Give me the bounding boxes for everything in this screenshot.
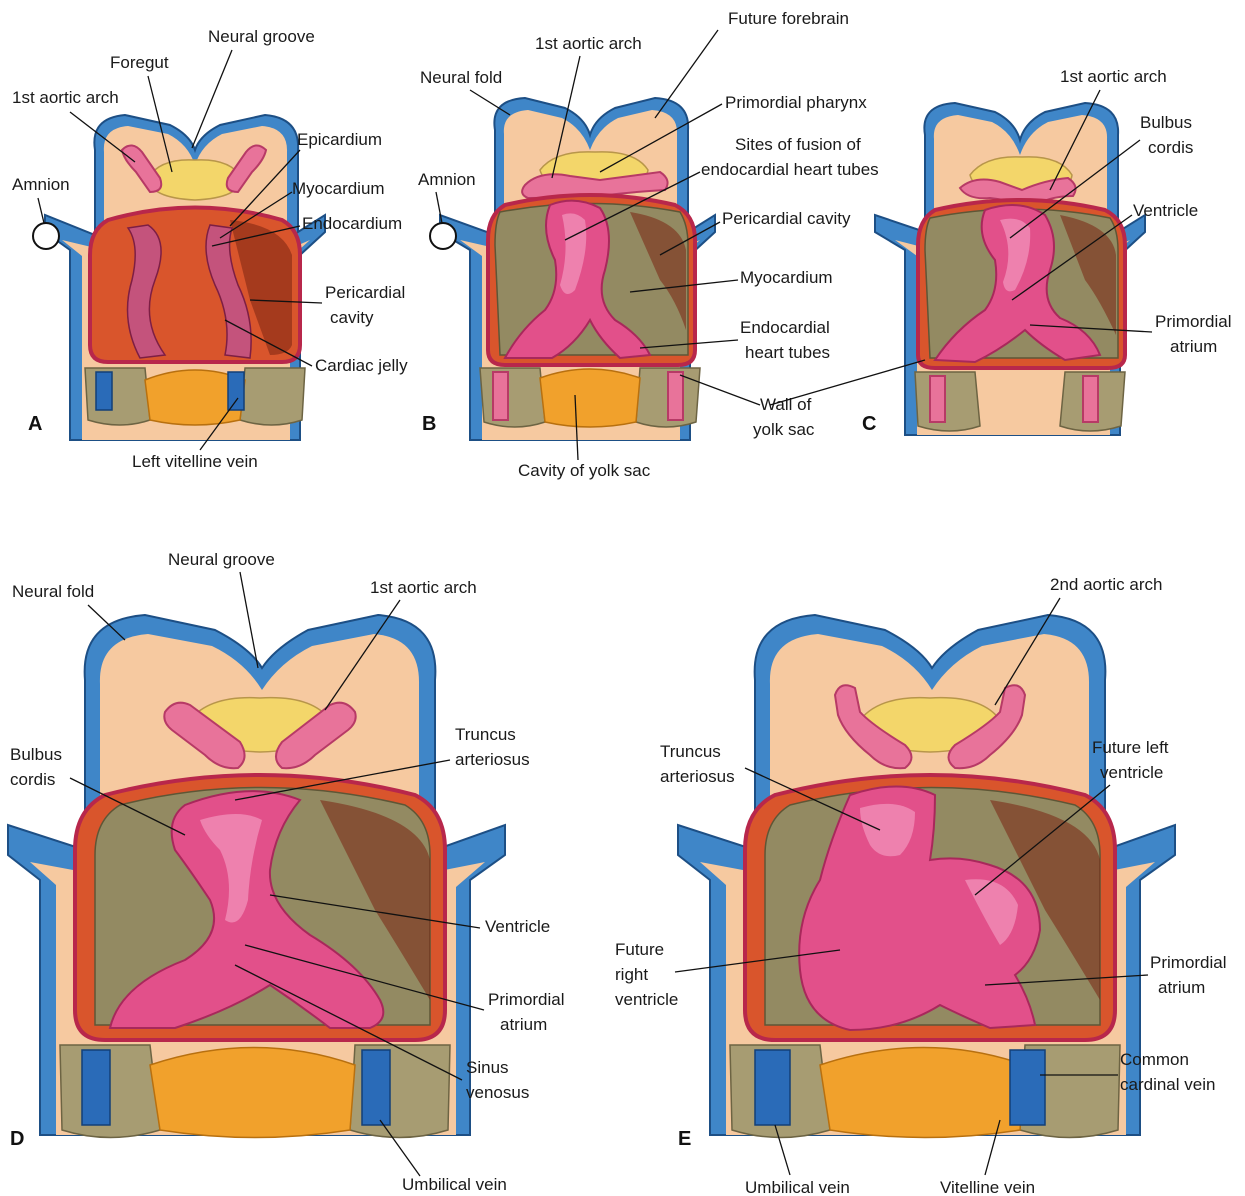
panel-e-label-common-cardinal-2: cardinal vein [1120, 1075, 1215, 1094]
panel-d-label-neural-groove: Neural groove [168, 550, 275, 569]
panel-e: E 2nd aortic arch Truncus arteriosus Fut… [615, 575, 1227, 1196]
panel-a-label-pericardial-2: cavity [330, 308, 374, 327]
panel-a-vitelline-vein-left [96, 372, 112, 410]
panel-b-label-aortic-arch: 1st aortic arch [535, 34, 642, 53]
panel-c-label-aortic-arch: 1st aortic arch [1060, 67, 1167, 86]
panel-d-label-neural-fold: Neural fold [12, 582, 94, 601]
panel-d-label-truncus-2: arteriosus [455, 750, 530, 769]
panel-b-label-wall-yolk-1: Wall of [760, 395, 812, 414]
panel-d-vein-right [362, 1050, 390, 1125]
panel-b-label-pericardial-cavity: Pericardial cavity [722, 209, 851, 228]
panel-d-label-truncus-1: Truncus [455, 725, 516, 744]
panel-b-label-wall-yolk-2: yolk sac [753, 420, 815, 439]
panel-b-label-sites-fusion-1: Sites of fusion of [735, 135, 861, 154]
panel-e-vein-left [755, 1050, 790, 1125]
panel-a-label-cardiac-jelly: Cardiac jelly [315, 356, 408, 375]
panel-a-label-aortic-arch: 1st aortic arch [12, 88, 119, 107]
panel-c-tube-right-lower [1083, 376, 1098, 422]
panel-a-label-amnion: Amnion [12, 175, 70, 194]
panel-b-tube-left-lower [493, 372, 508, 420]
panel-a-vitelline-vein-right [228, 372, 244, 410]
panel-b-label-future-forebrain: Future forebrain [728, 9, 849, 28]
panel-b-label-endocardial-1: Endocardial [740, 318, 830, 337]
panel-e-label-truncus-1: Truncus [660, 742, 721, 761]
panel-b: B Neural fold 1st aortic arch Amnion Fut… [418, 9, 879, 480]
panel-e-label-truncus-2: arteriosus [660, 767, 735, 786]
panel-d-label-bulbus-1: Bulbus [10, 745, 62, 764]
panel-b-label-cavity-yolk: Cavity of yolk sac [518, 461, 651, 480]
panel-c-letter: C [862, 413, 876, 435]
panel-e-label-future-left-1: Future left [1092, 738, 1169, 757]
panel-e-yolk-cavity [820, 1048, 1025, 1138]
panel-c-yolk-wall-left [915, 372, 980, 431]
panel-c-label-primordial-2: atrium [1170, 337, 1217, 356]
panel-d-yolk-cavity [150, 1048, 355, 1138]
panel-a-amnion [33, 223, 59, 249]
panel-b-amnion [430, 223, 456, 249]
panel-d-vein-left [82, 1050, 110, 1125]
panel-e-label-common-cardinal-1: Common [1120, 1050, 1189, 1069]
panel-e-label-primordial-2: atrium [1158, 978, 1205, 997]
panel-e-label-future-right-2: right [615, 965, 648, 984]
panel-a-label-epicardium: Epicardium [297, 130, 382, 149]
panel-b-label-sites-fusion-2: endocardial heart tubes [701, 160, 879, 179]
panel-a-label-pericardial-1: Pericardial [325, 283, 405, 302]
panel-c-label-ventricle: Ventricle [1133, 201, 1198, 220]
panel-d-letter: D [10, 1128, 24, 1150]
panel-e-label-future-right-3: ventricle [615, 990, 678, 1009]
panel-a-label-left-vitelline: Left vitelline vein [132, 452, 258, 471]
panel-a-letter: A [28, 413, 42, 435]
panel-d-label-sinus-1: Sinus [466, 1058, 509, 1077]
panel-a-label-neural-groove: Neural groove [208, 27, 315, 46]
panel-b-label-endocardial-2: heart tubes [745, 343, 830, 362]
panel-a-yolk-wall-right [240, 368, 305, 425]
panel-c: C 1st aortic arch Bulbus cordis Ventricl… [770, 67, 1232, 435]
panel-c-label-primordial-1: Primordial [1155, 312, 1232, 331]
panel-e-label-future-right-1: Future [615, 940, 664, 959]
panel-d-label-primordial-1: Primordial [488, 990, 565, 1009]
panel-d-label-aortic-arch: 1st aortic arch [370, 578, 477, 597]
panel-b-tube-right-lower [668, 372, 683, 420]
panel-b-label-amnion: Amnion [418, 170, 476, 189]
panel-d: D Neural fold Neural groove 1st aortic a… [8, 550, 565, 1194]
panel-b-yolk-wall-left [480, 368, 545, 427]
panel-e-label-future-left-2: ventricle [1100, 763, 1163, 782]
panel-e-label-primordial-1: Primordial [1150, 953, 1227, 972]
panel-d-label-ventricle: Ventricle [485, 917, 550, 936]
panel-d-label-umbilical-vein: Umbilical vein [402, 1175, 507, 1194]
panel-d-label-primordial-2: atrium [500, 1015, 547, 1034]
panel-e-label-aortic-arch-2: 2nd aortic arch [1050, 575, 1162, 594]
panel-c-label-bulbus-1: Bulbus [1140, 113, 1192, 132]
panel-b-label-primordial-pharynx: Primordial pharynx [725, 93, 867, 112]
panel-e-vein-right [1010, 1050, 1045, 1125]
panel-e-label-vitelline-vein: Vitelline vein [940, 1178, 1035, 1196]
panel-a-label-endocardium: Endocardium [302, 214, 402, 233]
panel-e-label-umbilical-vein: Umbilical vein [745, 1178, 850, 1196]
panel-b-letter: B [422, 413, 436, 435]
panel-a-label-foregut: Foregut [110, 53, 169, 72]
panel-d-label-bulbus-2: cordis [10, 770, 55, 789]
panel-e-letter: E [678, 1128, 691, 1150]
panel-b-label-myocardium: Myocardium [740, 268, 833, 287]
panel-c-tube-left-lower [930, 376, 945, 422]
panel-b-label-neural-fold: Neural fold [420, 68, 502, 87]
panel-d-label-sinus-2: venosus [466, 1083, 529, 1102]
panel-c-label-bulbus-2: cordis [1148, 138, 1193, 157]
panel-b-yolk-cavity [540, 369, 640, 427]
panel-a: A Neural groove Foregut 1st aortic arch … [12, 27, 408, 471]
panel-a-label-myocardium: Myocardium [292, 179, 385, 198]
panel-a-yolk-wall-left [85, 368, 150, 425]
